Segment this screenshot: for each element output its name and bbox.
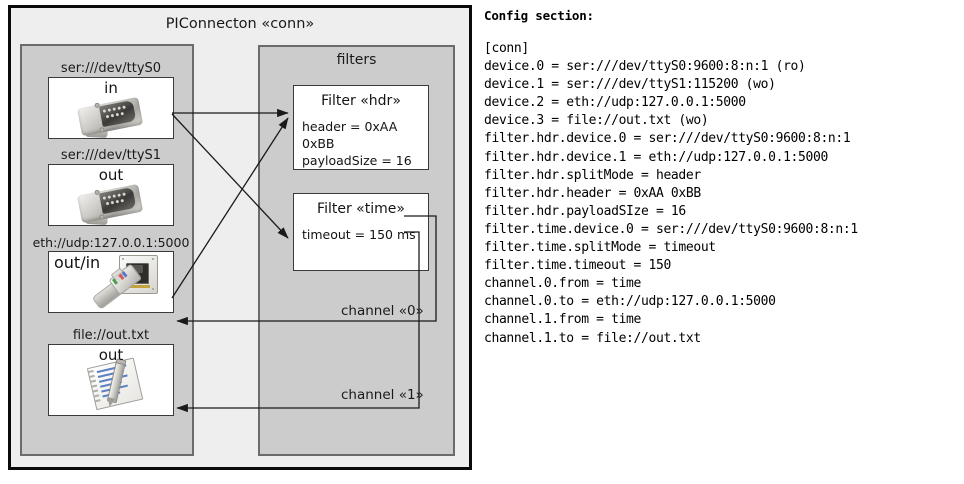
- device-file-label: file://out.txt: [72, 328, 150, 343]
- filter-time-title: Filter «time»: [317, 201, 405, 217]
- device-eth-box[interactable]: out/in: [48, 251, 174, 313]
- channel-0-label: channel «0»: [341, 303, 424, 319]
- channel-1-label: channel «1»: [341, 387, 424, 403]
- filter-hdr-title: Filter «hdr»: [321, 93, 401, 109]
- device-ttyS0[interactable]: ser:///dev/ttyS0 in: [48, 60, 174, 139]
- device-ttyS1-direction: out: [98, 166, 124, 184]
- config-panel: Config section: [conn] device.0 = ser://…: [484, 8, 958, 348]
- device-file-direction: out: [98, 346, 124, 364]
- diagram-title: PIConnecton «conn»: [165, 16, 315, 32]
- device-ttyS0-direction: in: [104, 79, 118, 97]
- filter-hdr-props: header = 0xAA 0xBB payloadSize = 16: [302, 118, 428, 169]
- device-ttyS0-label: ser:///dev/ttyS0: [60, 61, 162, 76]
- config-body: [conn] device.0 = ser:///dev/ttyS0:9600:…: [484, 41, 858, 346]
- config-heading: Config section:: [484, 8, 594, 23]
- device-ttyS1-box[interactable]: out: [48, 164, 174, 226]
- device-eth-label: eth://udp:127.0.0.1:5000: [32, 235, 190, 250]
- filter-hdr-prop-header: header = 0xAA 0xBB: [302, 119, 398, 151]
- serial-db9-connector-icon: [76, 92, 150, 138]
- filter-time-props: timeout = 150 ms: [302, 226, 428, 243]
- device-file[interactable]: file://out.txt out: [48, 327, 174, 416]
- filter-hdr-box[interactable]: Filter «hdr» header = 0xAA 0xBB payloadS…: [293, 85, 429, 170]
- filters-group-title: filters: [336, 52, 377, 68]
- device-eth-direction: out/in: [54, 253, 101, 272]
- device-ttyS0-box[interactable]: in: [48, 77, 174, 139]
- serial-db9-connector-icon: [76, 179, 150, 225]
- filter-time-prop-timeout: timeout = 150 ms: [302, 227, 416, 242]
- filter-hdr-prop-payloadsize: payloadSize = 16: [302, 153, 412, 168]
- device-ttyS1-label: ser:///dev/ttyS1: [60, 148, 162, 163]
- devices-group: ser:///dev/ttyS0 in ser:///dev/ttyS1: [20, 44, 194, 456]
- device-eth[interactable]: eth://udp:127.0.0.1:5000 out/in: [33, 234, 189, 313]
- device-file-box[interactable]: out: [48, 344, 174, 416]
- connector-diagram: PIConnecton «conn» ser:///dev/ttyS0 in: [8, 5, 472, 470]
- ethernet-rj45-icon: [91, 255, 171, 311]
- device-ttyS1[interactable]: ser:///dev/ttyS1 out: [48, 147, 174, 226]
- filter-time-box[interactable]: Filter «time» timeout = 150 ms: [293, 193, 429, 271]
